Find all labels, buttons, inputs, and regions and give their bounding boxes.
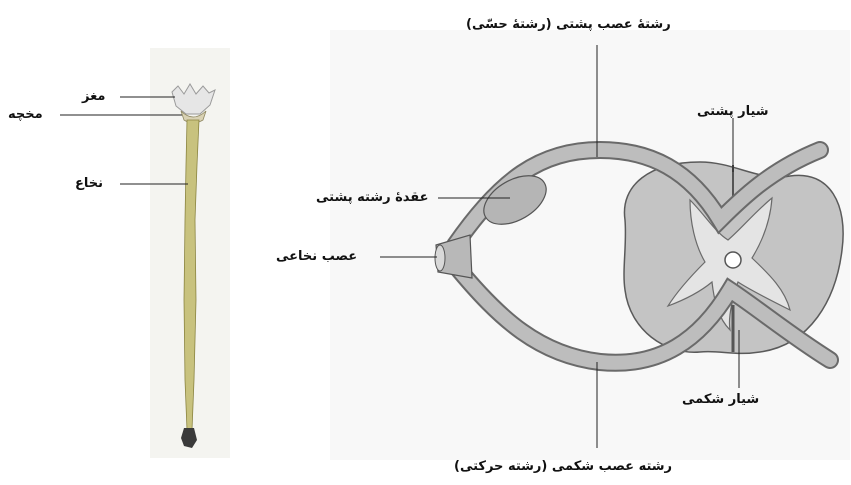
ventral-sulcus-label: شیار شکمی bbox=[682, 393, 759, 406]
spinal-nerve-cut-end bbox=[435, 245, 445, 271]
cerebellum-label: مخچه bbox=[8, 108, 43, 121]
central-canal-shape bbox=[725, 252, 741, 268]
dorsal-sulcus-label: شیار پشتی bbox=[697, 105, 769, 118]
spinal-nerve-label: عصب نخاعی bbox=[276, 250, 357, 263]
ventral-root-label: رشته عصب شکمی (رشته حرکتی) bbox=[454, 460, 672, 473]
spinal-cord-label: نخاع bbox=[75, 177, 103, 190]
dorsal-root-label: رشتهٔ عصب پشتی (رشتهٔ حسّی) bbox=[466, 18, 671, 31]
dorsal-ganglion-label: عقدهٔ رشته پشتی bbox=[316, 191, 429, 204]
brain-label: مغز bbox=[82, 90, 105, 103]
